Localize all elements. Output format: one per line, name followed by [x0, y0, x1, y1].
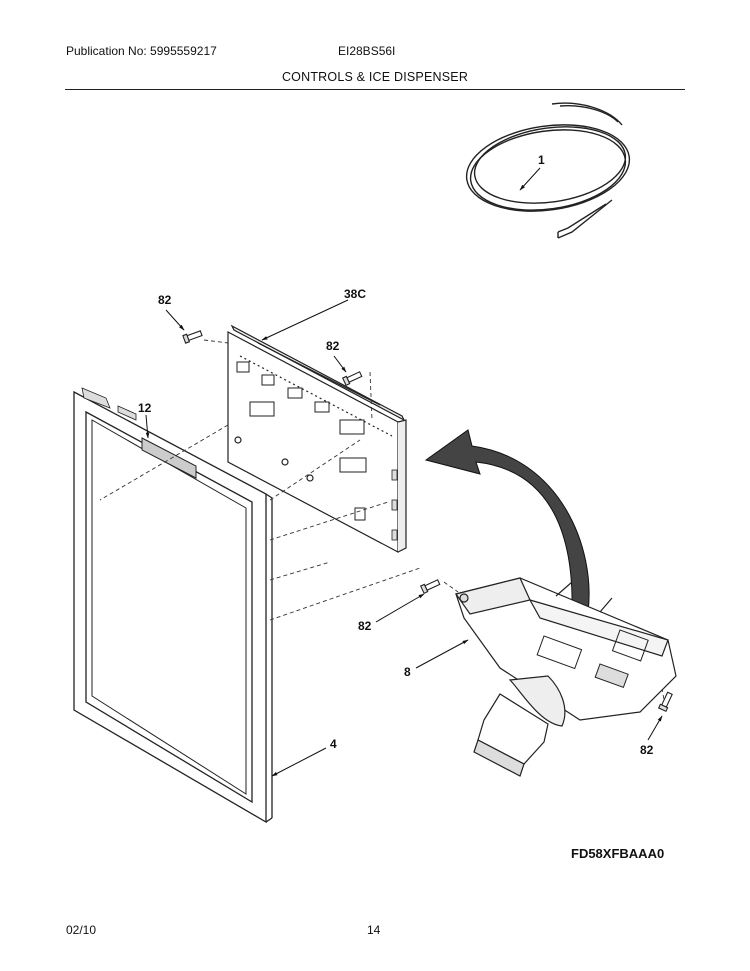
screw-parts	[182, 330, 673, 713]
callout-38c: 38C	[344, 287, 366, 301]
callout-82-board: 82	[326, 339, 340, 353]
callout-8: 8	[404, 665, 411, 679]
control-board-part	[227, 324, 407, 553]
alignment-dashed-lines	[99, 339, 665, 701]
page-number: 14	[367, 923, 381, 937]
callout-82-top: 82	[158, 293, 172, 307]
publication-number: Publication No: 5995559217	[66, 44, 217, 58]
footer-date: 02/10	[66, 923, 97, 937]
figure-code: FD58XFBAAA0	[571, 846, 665, 861]
callout-1: 1	[538, 153, 545, 167]
callout-82-dispenser: 82	[358, 619, 372, 633]
ice-dispenser-part	[455, 577, 677, 777]
header-rule	[65, 89, 685, 90]
callout-4: 4	[330, 737, 337, 751]
callout-82-bottom: 82	[640, 743, 654, 757]
callout-12: 12	[138, 401, 152, 415]
model-number: EI28BS56I	[338, 44, 396, 58]
install-direction-arrow	[424, 429, 590, 613]
leader-lines	[145, 167, 663, 777]
door-panel-part	[73, 387, 273, 824]
tubing-coil-part	[465, 102, 631, 239]
page-title: CONTROLS & ICE DISPENSER	[281, 70, 469, 84]
